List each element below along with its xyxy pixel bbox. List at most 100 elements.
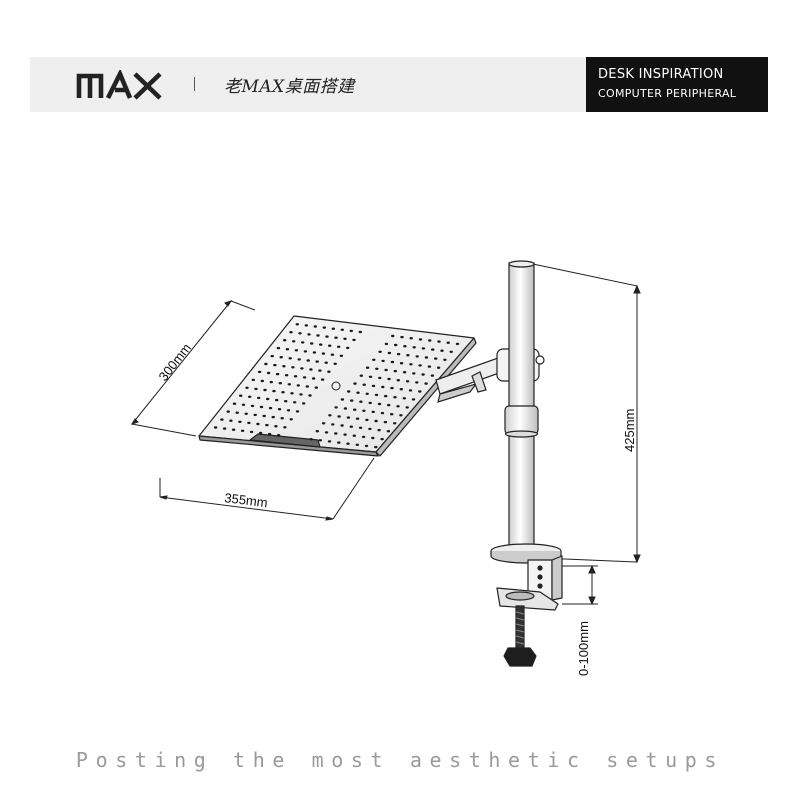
vent-hole xyxy=(272,389,276,393)
vent-hole xyxy=(359,374,363,377)
vent-hole xyxy=(334,432,338,435)
vent-hole xyxy=(372,358,376,361)
vent-hole xyxy=(355,443,359,446)
vent-hole xyxy=(308,394,312,397)
vent-hole xyxy=(415,381,419,384)
vent-hole xyxy=(239,394,243,397)
vent-hole xyxy=(368,427,372,431)
vent-hole xyxy=(333,362,337,365)
vent-hole xyxy=(350,399,354,402)
vent-hole xyxy=(393,369,397,373)
vent-hole xyxy=(310,342,314,345)
vent-hole xyxy=(411,398,416,401)
vent-hole xyxy=(400,335,404,339)
vent-hole xyxy=(368,375,373,378)
vent-hole xyxy=(390,360,395,364)
vent-hole xyxy=(314,386,318,389)
vent-hole xyxy=(294,349,299,352)
vent-hole xyxy=(364,444,369,448)
vent-hole xyxy=(358,330,362,334)
vent-hole xyxy=(266,371,271,375)
vent-hole xyxy=(213,426,218,429)
dim-height-label: 425mm xyxy=(622,409,637,452)
header-tag-subtitle: COMPUTER PERIPHERAL xyxy=(598,87,737,100)
vent-hole xyxy=(421,347,426,350)
vent-hole xyxy=(434,357,438,360)
vent-hole xyxy=(257,370,262,374)
vent-hole xyxy=(327,440,332,443)
vent-hole xyxy=(402,371,407,374)
vent-hole xyxy=(408,389,413,392)
dim-clamp-label: 0-100mm xyxy=(576,621,591,676)
vent-hole xyxy=(288,357,292,360)
vent-hole xyxy=(390,386,394,390)
vent-hole xyxy=(259,405,264,409)
vent-hole xyxy=(418,338,423,341)
vent-hole xyxy=(418,364,422,367)
vent-hole xyxy=(248,395,252,398)
vent-hole xyxy=(315,360,319,363)
vent-hole xyxy=(343,407,348,410)
vent-hole xyxy=(265,423,269,427)
vent-hole xyxy=(402,397,406,400)
vent-hole xyxy=(315,430,319,433)
vent-hole xyxy=(247,421,251,425)
vent-hole xyxy=(271,415,275,419)
vent-hole xyxy=(306,359,310,362)
vent-hole xyxy=(289,331,293,334)
vent-hole xyxy=(229,419,233,422)
vent-hole xyxy=(275,372,280,376)
vent-hole xyxy=(286,409,291,412)
vent-hole xyxy=(337,345,341,348)
vent-hole xyxy=(428,339,432,342)
vent-hole xyxy=(324,431,329,434)
vent-hole xyxy=(343,337,347,340)
vent-hole xyxy=(279,356,283,359)
vent-hole xyxy=(387,403,391,407)
vent-hole xyxy=(330,353,335,356)
vent-hole xyxy=(394,343,398,347)
header-divider xyxy=(194,77,195,91)
vent-hole xyxy=(362,383,366,386)
vent-hole xyxy=(327,370,331,373)
vent-hole xyxy=(291,366,295,369)
vent-hole xyxy=(318,439,322,442)
vent-hole xyxy=(346,416,351,419)
vent-hole xyxy=(302,402,306,405)
vent-hole xyxy=(281,391,285,394)
vent-hole xyxy=(266,397,270,401)
dim-depth-label: 300mm xyxy=(156,340,195,383)
header-tag-title: DESK INSPIRATION xyxy=(598,67,724,82)
vent-hole xyxy=(386,430,391,433)
vent-hole xyxy=(240,429,245,432)
vent-hole xyxy=(391,334,395,338)
vent-hole xyxy=(276,434,281,437)
vent-hole xyxy=(321,422,326,425)
vent-hole xyxy=(337,415,341,418)
vent-hole xyxy=(320,378,325,381)
vent-hole xyxy=(264,362,268,366)
vent-hole xyxy=(257,396,261,400)
vent-hole xyxy=(256,422,260,426)
vent-hole xyxy=(409,363,413,366)
vent-hole xyxy=(361,435,366,439)
vent-hole xyxy=(318,369,322,372)
vent-hole xyxy=(405,380,410,383)
vent-hole xyxy=(412,346,416,349)
vent-hole xyxy=(328,414,332,417)
vent-hole xyxy=(292,340,296,343)
vent-hole xyxy=(274,425,278,428)
vent-hole xyxy=(352,338,356,342)
vent-hole xyxy=(374,445,378,449)
vent-hole xyxy=(301,341,305,344)
vent-hole xyxy=(443,358,447,361)
vent-hole xyxy=(340,424,344,427)
vent-hole xyxy=(415,355,419,358)
vent-hole xyxy=(362,409,366,412)
vent-hole xyxy=(222,427,227,430)
vent-hole xyxy=(424,382,428,385)
vent-hole xyxy=(305,385,309,388)
vent-hole xyxy=(396,352,401,356)
vent-hole xyxy=(343,433,347,436)
vent-hole xyxy=(282,365,286,368)
